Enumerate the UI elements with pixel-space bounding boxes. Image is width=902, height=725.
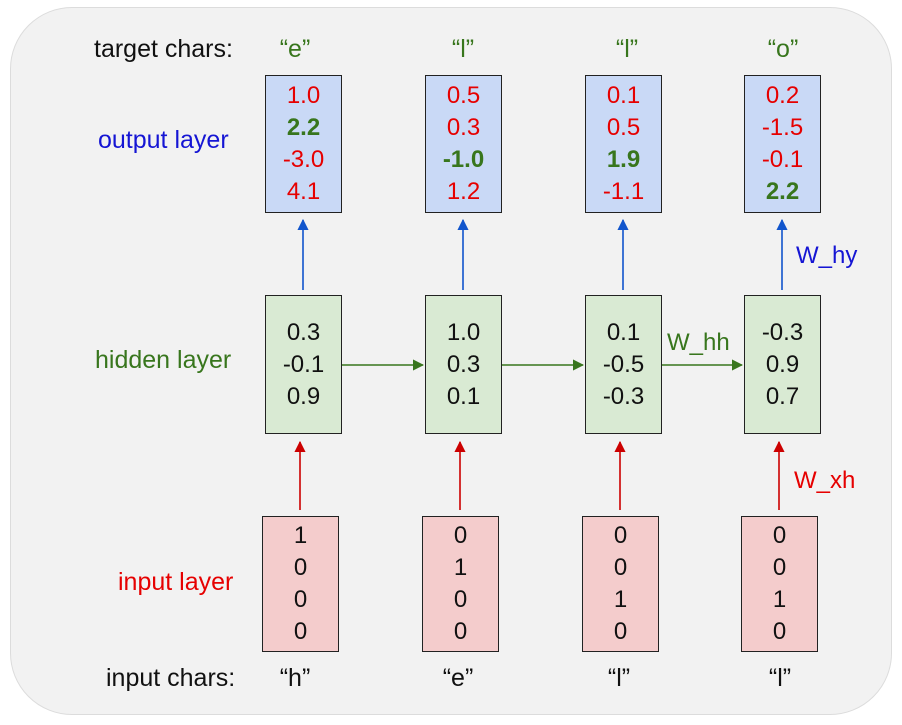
input-value: 1 bbox=[613, 586, 628, 613]
hidden-value: -0.3 bbox=[761, 318, 804, 346]
input-vector-box: 0 0 1 0 bbox=[741, 516, 818, 652]
input-value: 0 bbox=[453, 586, 468, 613]
output-value: -1.0 bbox=[442, 146, 485, 173]
hidden-layer-label: hidden layer bbox=[95, 346, 232, 374]
output-value: 1.2 bbox=[446, 178, 481, 205]
output-value: 0.5 bbox=[606, 114, 641, 141]
input-value: 0 bbox=[613, 554, 628, 581]
target-char: “l” bbox=[615, 35, 639, 63]
input-value: 1 bbox=[293, 522, 308, 549]
input-value: 0 bbox=[772, 522, 787, 549]
input-value: 0 bbox=[613, 522, 628, 549]
hidden-vector-box: -0.3 0.9 0.7 bbox=[744, 295, 821, 434]
output-value: 0.1 bbox=[606, 82, 641, 109]
input-value: 0 bbox=[293, 618, 308, 645]
output-vector-box: 1.0 2.2 -3.0 4.1 bbox=[265, 75, 342, 213]
weight-label-w-hy: W_hy bbox=[796, 242, 858, 269]
output-value: 2.2 bbox=[765, 178, 800, 205]
hidden-vector-box: 1.0 0.3 0.1 bbox=[425, 295, 502, 434]
hidden-vector-box: 0.1 -0.5 -0.3 bbox=[585, 295, 662, 434]
hidden-value: -0.5 bbox=[602, 350, 645, 378]
output-layer-label: output layer bbox=[98, 126, 229, 154]
output-value: 4.1 bbox=[286, 178, 321, 205]
hidden-vector-box: 0.3 -0.1 0.9 bbox=[265, 295, 342, 434]
output-value: 1.0 bbox=[286, 82, 321, 109]
target-char: “o” bbox=[767, 35, 799, 63]
hidden-value: 0.9 bbox=[765, 350, 800, 378]
output-value: 0.5 bbox=[446, 82, 481, 109]
input-vector-box: 0 1 0 0 bbox=[422, 516, 499, 652]
input-chars-label: input chars: bbox=[106, 664, 236, 692]
input-value: 1 bbox=[772, 586, 787, 613]
weight-label-w-xh: W_xh bbox=[794, 467, 856, 494]
output-value: 0.3 bbox=[446, 114, 481, 141]
hidden-value: -0.3 bbox=[602, 382, 645, 410]
input-value: 0 bbox=[453, 618, 468, 645]
input-char: “l” bbox=[768, 664, 792, 692]
output-vector-box: 0.5 0.3 -1.0 1.2 bbox=[425, 75, 502, 213]
input-value: 0 bbox=[453, 522, 468, 549]
input-value: 0 bbox=[293, 554, 308, 581]
input-char: “h” bbox=[279, 664, 311, 692]
hidden-value: 0.1 bbox=[606, 318, 641, 346]
hidden-value: 0.1 bbox=[446, 382, 481, 410]
output-vector-box: 0.2 -1.5 -0.1 2.2 bbox=[744, 75, 821, 213]
input-value: 0 bbox=[293, 586, 308, 613]
input-vector-box: 1 0 0 0 bbox=[262, 516, 339, 652]
output-value: 2.2 bbox=[286, 114, 321, 141]
input-value: 0 bbox=[772, 554, 787, 581]
output-value: 1.9 bbox=[606, 146, 641, 173]
hidden-value: 0.7 bbox=[765, 382, 800, 410]
output-value: -3.0 bbox=[282, 146, 325, 173]
input-layer-label: input layer bbox=[118, 568, 234, 596]
input-char: “l” bbox=[607, 664, 631, 692]
hidden-value: 0.3 bbox=[286, 318, 321, 346]
hidden-value: 0.9 bbox=[286, 382, 321, 410]
output-value: -0.1 bbox=[761, 146, 804, 173]
input-value: 0 bbox=[772, 618, 787, 645]
output-value: -1.1 bbox=[602, 178, 645, 205]
target-char: “e” bbox=[279, 35, 311, 63]
input-value: 1 bbox=[453, 554, 468, 581]
output-value: -1.5 bbox=[761, 114, 804, 141]
input-char: “e” bbox=[442, 664, 474, 692]
target-char: “l” bbox=[451, 35, 475, 63]
input-vector-box: 0 0 1 0 bbox=[582, 516, 659, 652]
output-vector-box: 0.1 0.5 1.9 -1.1 bbox=[585, 75, 662, 213]
input-value: 0 bbox=[613, 618, 628, 645]
target-chars-label: target chars: bbox=[94, 35, 233, 63]
hidden-value: 1.0 bbox=[446, 318, 481, 346]
output-value: 0.2 bbox=[765, 82, 800, 109]
hidden-value: -0.1 bbox=[282, 350, 325, 378]
hidden-value: 0.3 bbox=[446, 350, 481, 378]
weight-label-w-hh: W_hh bbox=[667, 329, 730, 356]
